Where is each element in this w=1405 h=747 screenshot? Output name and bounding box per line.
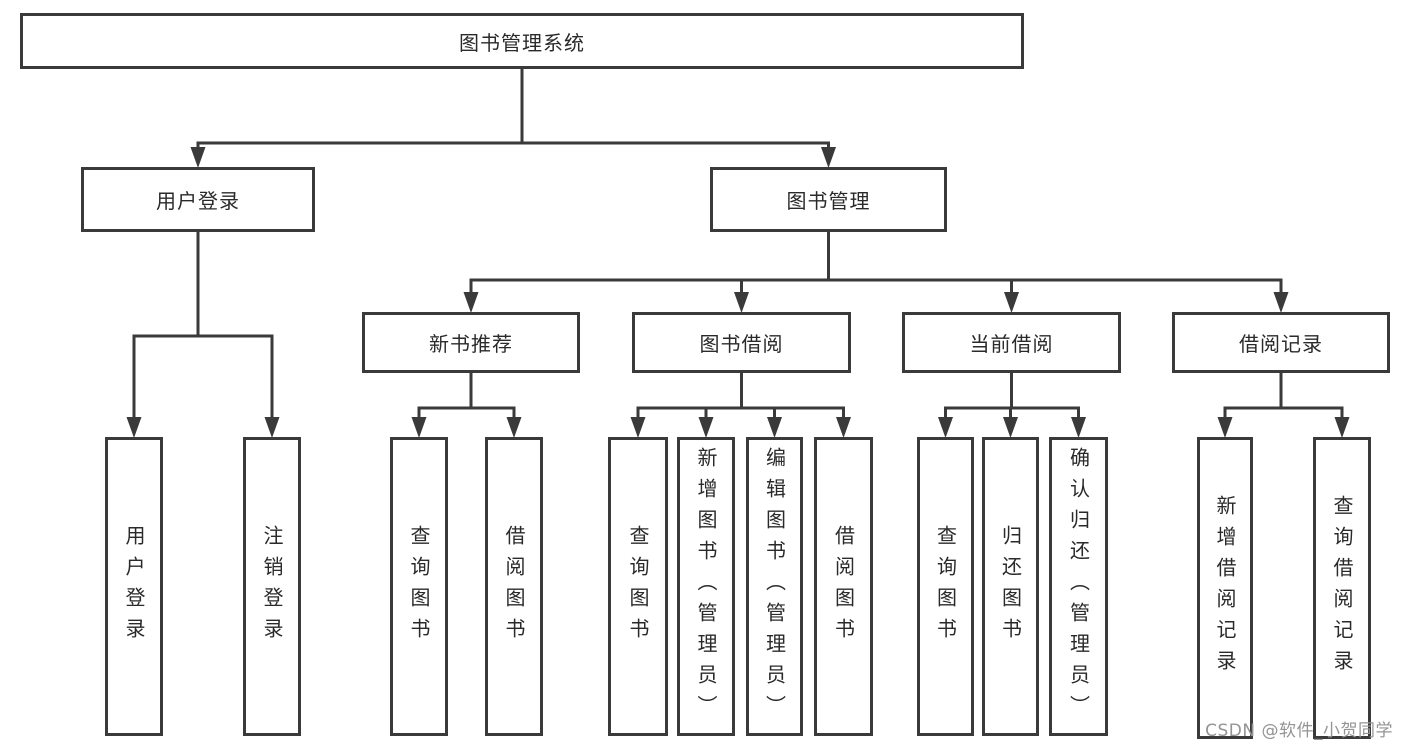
- arrowhead-icon: [938, 417, 953, 438]
- node-label: 查询借阅记录: [1330, 495, 1354, 681]
- diagram-node-user-login: 用户登录: [81, 167, 315, 232]
- arrowhead-icon: [1071, 417, 1086, 438]
- arrowhead-icon: [463, 292, 479, 313]
- diagram-node-leaf-confirm-return: 确认归还（管理员）: [1049, 437, 1108, 736]
- node-label: 归还图书: [998, 524, 1023, 649]
- arrowhead-icon: [264, 417, 280, 438]
- arrowhead-icon: [767, 417, 782, 438]
- diagram-node-leaf-borrow-book-rec: 借阅图书: [485, 437, 543, 736]
- arrowhead-icon: [821, 147, 836, 168]
- arrowhead-icon: [1217, 417, 1233, 438]
- node-label: 借阅图书: [502, 524, 526, 649]
- node-label: 借阅记录: [1239, 332, 1323, 356]
- node-label: 编辑图书（管理员）: [762, 447, 787, 726]
- diagram-node-borrow-record: 借阅记录: [1172, 312, 1390, 373]
- arrowhead-icon: [1004, 292, 1019, 313]
- node-label: 图书借阅: [699, 332, 784, 356]
- diagram-node-root: 图书管理系统: [20, 13, 1024, 69]
- node-label: 图书管理: [786, 189, 871, 213]
- diagram-node-leaf-borrow-book: 借阅图书: [814, 437, 873, 736]
- arrowhead-icon: [698, 417, 714, 438]
- diagram-node-leaf-edit-book: 编辑图书（管理员）: [746, 437, 803, 736]
- node-label: 新增借阅记录: [1213, 495, 1237, 681]
- node-label: 查询图书: [933, 524, 958, 649]
- arrowhead-icon: [1003, 417, 1018, 438]
- node-label: 借阅图书: [831, 524, 856, 649]
- node-label: 用户登录: [122, 524, 146, 649]
- arrowhead-icon: [630, 417, 646, 438]
- diagram-node-current-borrow: 当前借阅: [902, 312, 1121, 373]
- diagram-node-leaf-query-book-rec: 查询图书: [390, 437, 448, 736]
- arrowhead-icon: [836, 417, 851, 438]
- node-label: 当前借阅: [969, 332, 1054, 356]
- node-label: 确认归还（管理员）: [1066, 447, 1091, 726]
- node-label: 新书推荐: [429, 332, 513, 356]
- arrowhead-icon: [734, 292, 749, 313]
- diagram-node-leaf-add-borrow-record: 新增借阅记录: [1197, 437, 1253, 739]
- diagram-node-leaf-return-book: 归还图书: [982, 437, 1039, 736]
- node-label: 注销登录: [260, 524, 284, 649]
- arrowhead-icon: [126, 417, 142, 438]
- node-label: 查询图书: [407, 524, 431, 649]
- diagram-node-leaf-query-borrow-record: 查询借阅记录: [1313, 437, 1371, 739]
- node-label: 图书管理系统: [459, 30, 585, 55]
- arrowhead-icon: [1273, 292, 1289, 313]
- diagram-node-leaf-add-book: 新增图书（管理员）: [677, 437, 735, 736]
- arrowhead-icon: [506, 417, 522, 438]
- diagram-node-leaf-query-book-current: 查询图书: [917, 437, 974, 736]
- arrowhead-icon: [190, 147, 206, 168]
- diagram-node-new-book-rec: 新书推荐: [362, 312, 580, 373]
- arrowhead-icon: [411, 417, 427, 438]
- node-label: 用户登录: [156, 189, 240, 213]
- diagram-node-leaf-query-book-borrow: 查询图书: [608, 437, 668, 736]
- diagram-node-book-mgmt: 图书管理: [710, 167, 947, 232]
- node-label: 查询图书: [626, 524, 650, 649]
- node-label: 新增图书（管理员）: [694, 447, 718, 726]
- diagram-node-leaf-user-login: 用户登录: [105, 437, 163, 736]
- diagram-node-book-borrow: 图书借阅: [632, 312, 851, 373]
- arrowhead-icon: [1334, 417, 1350, 438]
- diagram-node-leaf-logout: 注销登录: [243, 437, 301, 736]
